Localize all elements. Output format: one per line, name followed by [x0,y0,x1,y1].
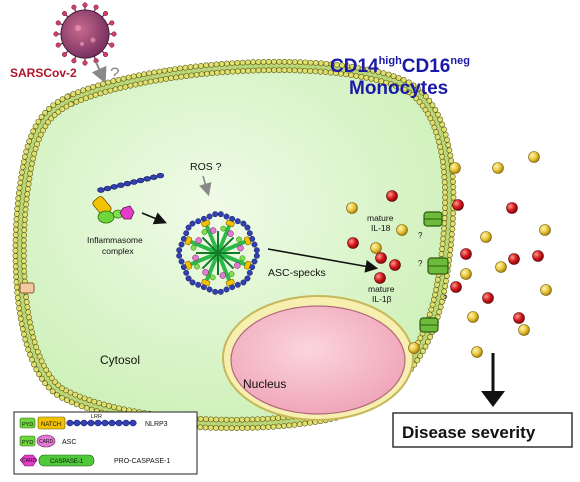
legend-natch-label: NATCH [41,422,61,428]
legend-nlrp3-label: NLRP3 [145,421,168,428]
title-cd14: CD14 [330,56,379,77]
ros-arrow [199,175,212,197]
outcome-arrowhead [481,391,505,407]
mature-il18-label-1: mature [367,213,394,223]
legend-asc-card-icon [36,434,56,448]
legend-asc-pyd-icon [19,435,36,447]
legend-card-label-2: CARD [22,458,37,464]
legend-procaspase-label: PRO-CASPASE-1 [114,458,170,465]
legend-row-procaspase1: CARD CASPASE-1 PRO-CASPASE-1 [19,454,170,467]
mature-il1b-label-1: mature [368,284,395,294]
ros-label: ROS ? [190,161,222,173]
channel-question-2: ? [418,259,423,268]
virus-entry-arrow [91,61,107,84]
legend-asc-label: ASC [62,439,76,446]
mature-il1b-label-2: IL-1β [372,294,392,304]
sars-cov-2-virion-icon [53,2,117,66]
inflammasome-label-1: Inflammasome [87,235,143,245]
disease-severity-label: Disease severity [402,423,536,442]
virus-entry-question: ? [110,64,119,83]
cell-type-title-line2: Monocytes [349,78,448,99]
legend-lrr-label: LRR [91,414,102,420]
title-cd16: CD16 [402,56,451,77]
virus-label: SARSCov-2 [10,66,77,80]
title-high: high [379,55,402,67]
legend-row-asc: PYD CARD ASC [19,434,76,448]
cell-type-title: CD14highCD16neg [330,55,470,77]
membrane-channel-bottom [419,317,439,333]
legend-caspase-label: CASPASE-1 [50,459,84,465]
cytokine-release-arrow [267,248,379,273]
membrane-channel-middle [427,257,449,275]
channel-question-3: ? [443,294,448,303]
inflammasome-monomer-icon [92,196,135,224]
membrane-channel-top [423,211,443,227]
assembly-arrow [141,212,167,225]
legend-natch-domain-icon [37,416,66,430]
channel-question-1: ? [418,231,423,240]
inflammasome-label-2: complex [102,246,134,256]
nucleus-label: Nucleus [243,377,286,391]
legend-row-nlrp3: PYD NATCH LRR NLRP3 [19,414,168,430]
asc-speck-complex [176,211,260,295]
mature-il18-label-2: IL-18 [371,223,391,233]
membrane-channel-left [19,282,35,294]
nucleus [230,305,406,415]
nlrp3-lrr-chain [97,172,165,193]
cytokine-particles [346,151,552,358]
legend-caspase-card-icon [19,454,38,467]
disease-severity-box [392,412,573,448]
cytosol-label: Cytosol [100,353,140,367]
legend-caspase-domain-icon [38,454,95,467]
asc-specks-label: ASC-specks [268,267,326,279]
legend-pyd-domain-icon [19,417,36,429]
legend-pyd-label-1: PYD [22,422,33,428]
legend-lrr-domain-icon [66,419,137,427]
title-neg: neg [450,55,470,67]
legend-pyd-label-2: PYD [22,440,33,446]
legend-card-label-1: CARD [39,439,54,445]
